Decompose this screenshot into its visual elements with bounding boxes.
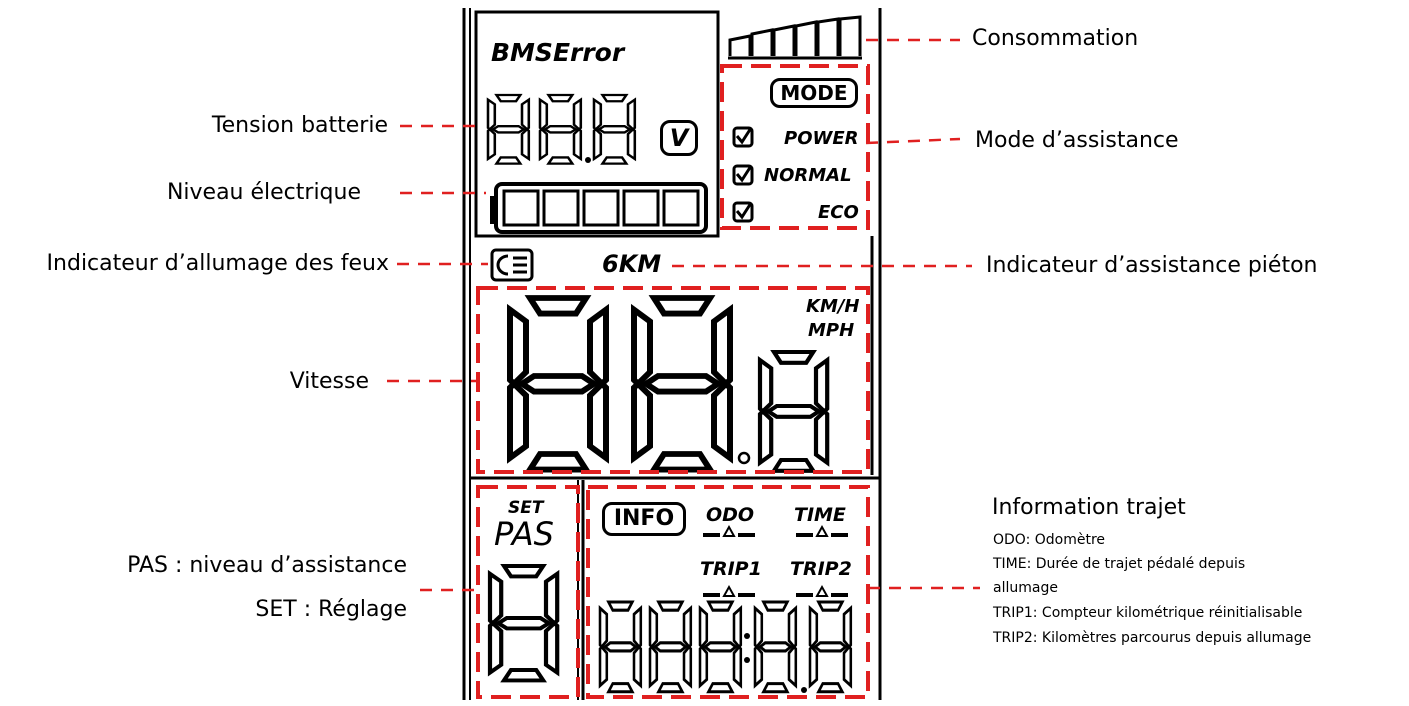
label-vitesse: Vitesse [289, 369, 369, 394]
speed-digits [510, 298, 827, 471]
label-info-title: Information trajet [992, 495, 1186, 520]
callout-mode [865, 137, 961, 145]
bms-error-text: BMSError [491, 38, 625, 67]
highlight-pas [476, 485, 580, 699]
label-indicateur-feux: Indicateur d’allumage des feux [46, 251, 389, 276]
label-set: SET : Réglage [255, 597, 407, 622]
label-mode-assistance: Mode d’assistance [975, 128, 1179, 153]
pas-digit [490, 566, 557, 680]
label-niveau-electrique: Niveau électrique [166, 180, 361, 205]
lcd-frame [462, 8, 882, 700]
info-line-time-cont: allumage [993, 580, 1058, 596]
label-indicateur-pieton: Indicateur d’assistance piéton [986, 253, 1318, 278]
info-digits [598, 600, 853, 694]
pas-set-text: SET [508, 498, 544, 518]
battery-voltage-digits [486, 93, 637, 165]
highlight-info [586, 485, 870, 699]
callout-lines [387, 38, 980, 592]
label-consommation: Consommation [972, 26, 1139, 51]
mode-badge: MODE [770, 78, 858, 108]
volt-unit-badge: V [660, 120, 698, 156]
info-badge: INFO [602, 502, 686, 536]
mode-normal: NORMAL [764, 165, 852, 186]
info-trip1: TRIP1 [700, 558, 762, 580]
info-markers [703, 524, 848, 597]
battery-level-gauge [490, 182, 708, 234]
headlight-icon [490, 248, 534, 282]
walk-assist-text: 6KM [602, 250, 662, 278]
info-line-odo: ODO: Odomètre [993, 532, 1106, 548]
label-pas: PAS : niveau d’assistance [127, 553, 407, 578]
info-line-trip1: TRIP1: Compteur kilométrique réinitialis… [993, 605, 1303, 621]
speed-unit-kmh: KM/H [806, 296, 860, 317]
mode-power: POWER [784, 128, 859, 149]
highlight-mode [720, 64, 870, 230]
info-odo: ODO [706, 504, 755, 526]
consumption-bars [728, 15, 862, 60]
pas-text: PAS [494, 515, 554, 553]
info-trip2: TRIP2 [790, 558, 852, 580]
mode-eco: ECO [818, 202, 859, 223]
speed-unit-mph: MPH [808, 320, 855, 341]
info-time: TIME [794, 504, 846, 526]
info-line-trip2: TRIP2: Kilomètres parcourus depuis allum… [993, 630, 1312, 646]
label-tension-batterie: Tension batterie [211, 113, 388, 138]
mode-checkboxes [732, 126, 754, 223]
info-line-time: TIME: Durée de trajet pédalé depuis [993, 556, 1246, 572]
